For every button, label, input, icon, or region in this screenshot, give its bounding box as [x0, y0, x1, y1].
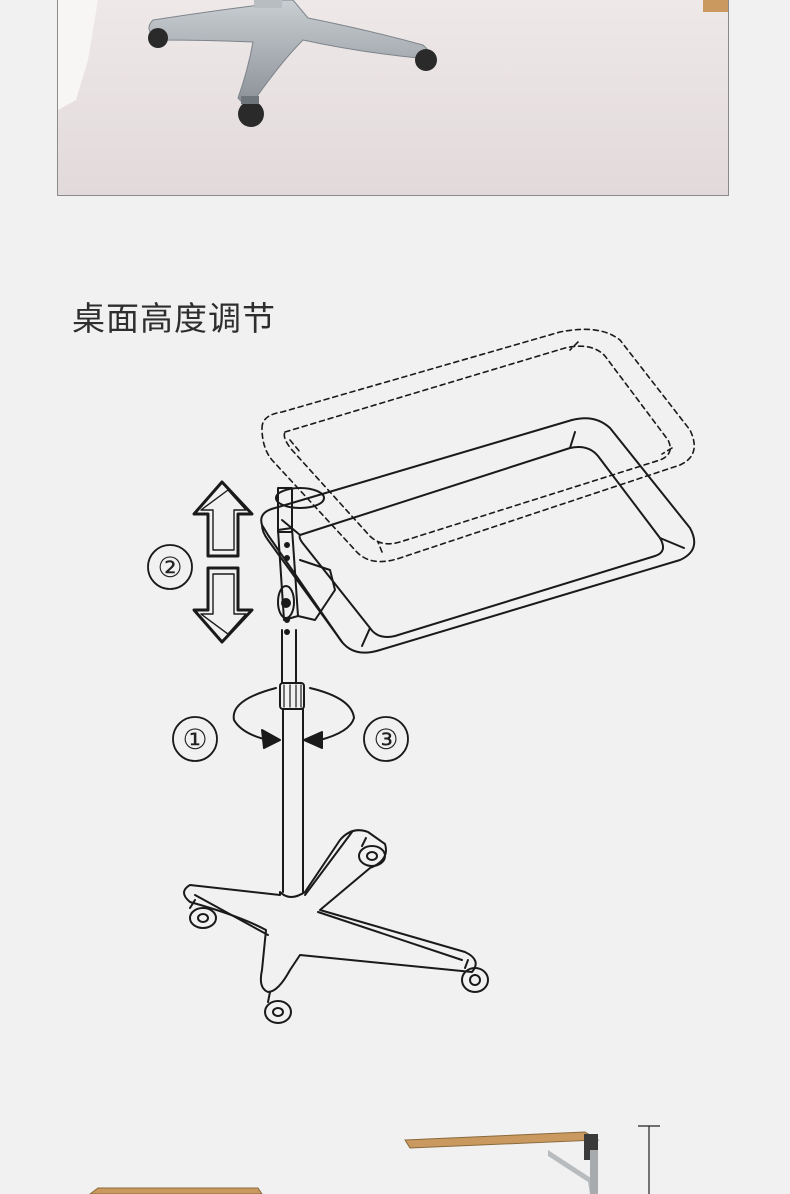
step-3-label: ③ — [373, 723, 398, 756]
rotation-arrows — [232, 687, 355, 749]
upper-post — [275, 487, 325, 635]
wood-table-left — [89, 1187, 263, 1194]
height-lock-knob — [279, 682, 305, 710]
wood-table-right — [404, 1131, 600, 1194]
tabletop — [260, 417, 696, 654]
inner-post — [281, 629, 297, 686]
step-2-circle — [147, 544, 193, 590]
product-photo-base — [57, 0, 729, 196]
height-dimension-line — [638, 1125, 660, 1194]
step-1-circle — [172, 716, 218, 762]
bottom-product-photos — [89, 1125, 660, 1194]
main-post — [282, 708, 304, 893]
star-base — [183, 829, 477, 993]
step-1-label: ① — [182, 723, 207, 756]
up-down-arrow — [192, 480, 254, 644]
height-adjustment-diagram: ② ① ③ — [147, 328, 696, 1024]
step-2-label: ② — [157, 551, 182, 584]
raised-tabletop-dashed — [261, 328, 696, 563]
caster-base-photo — [148, 0, 437, 127]
section-title: 桌面高度调节 — [72, 299, 276, 338]
step-3-circle — [363, 716, 409, 762]
casters — [189, 837, 489, 1024]
